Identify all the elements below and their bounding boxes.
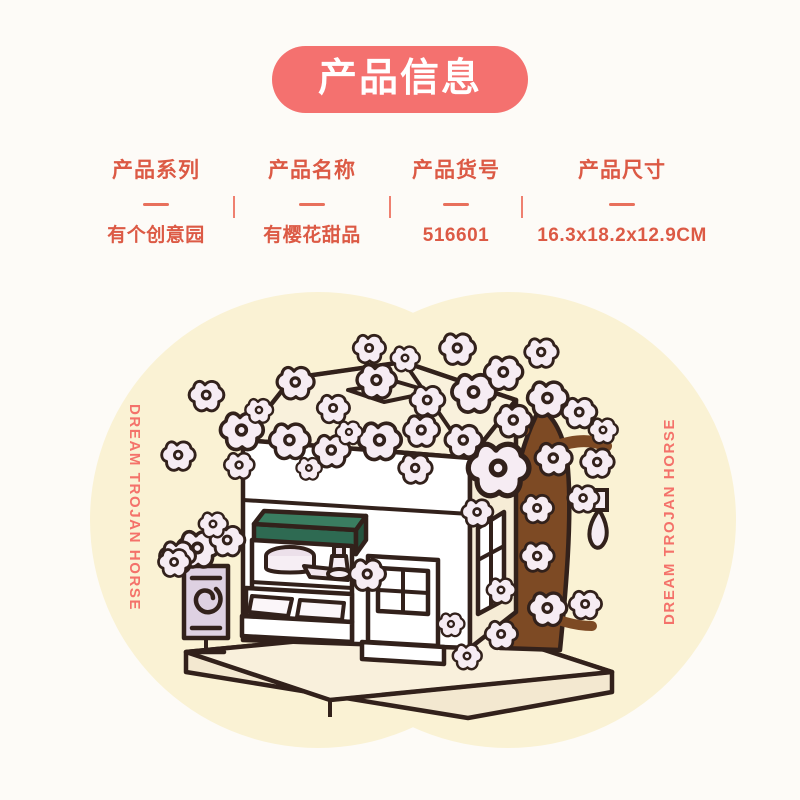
cherry-tree xyxy=(464,404,612,653)
spec-header-series: 产品系列 xyxy=(112,159,200,182)
door-flower-decoration xyxy=(348,558,388,592)
brand-text-right: DREAM TROJAN HORSE xyxy=(661,417,678,625)
page-title: 产品信息 xyxy=(271,46,528,113)
spec-value-name: 有樱花甜品 xyxy=(263,225,361,246)
spec-column-series: 产品系列 有个创意园 xyxy=(79,160,233,245)
background-circles xyxy=(90,292,736,748)
spec-header-code: 产品货号 xyxy=(412,159,500,182)
spec-separator-2 xyxy=(389,196,391,218)
spec-column-size: 产品尺寸 16.3x18.2x12.9CM xyxy=(523,160,721,245)
spec-value-series: 有个创意园 xyxy=(107,225,205,246)
page-title-container: 产品信息 xyxy=(0,46,800,113)
spec-value-code: 516601 xyxy=(422,225,490,246)
cherry-blossoms xyxy=(157,332,619,671)
spec-separator-1 xyxy=(233,196,235,218)
spec-column-name: 产品名称 有樱花甜品 xyxy=(235,160,389,245)
spec-separator-3 xyxy=(521,196,523,218)
spec-column-code: 产品货号 516601 xyxy=(391,160,521,245)
awning xyxy=(251,508,369,557)
spec-value-size: 16.3x18.2x12.9CM xyxy=(537,225,707,246)
display-counter xyxy=(239,585,355,645)
brand-text-left: DREAM TROJAN HORSE xyxy=(126,404,143,612)
product-spec-table: 产品系列 有个创意园 产品名称 有樱花甜品 产品货号 516601 产品尺寸 xyxy=(0,160,800,245)
spec-dash-code xyxy=(443,203,469,206)
base-platform xyxy=(183,622,615,721)
spec-dash-size xyxy=(609,203,635,206)
hanging-ornaments xyxy=(482,480,609,550)
shop-sign-board xyxy=(181,563,231,655)
spec-header-name: 产品名称 xyxy=(268,159,356,182)
shop-door xyxy=(359,553,447,667)
side-window xyxy=(475,509,507,617)
spec-dash-name xyxy=(299,203,325,206)
display-desserts xyxy=(264,544,352,582)
spec-dash-series xyxy=(143,203,169,206)
shop-building xyxy=(239,359,519,667)
spec-header-size: 产品尺寸 xyxy=(578,159,666,182)
